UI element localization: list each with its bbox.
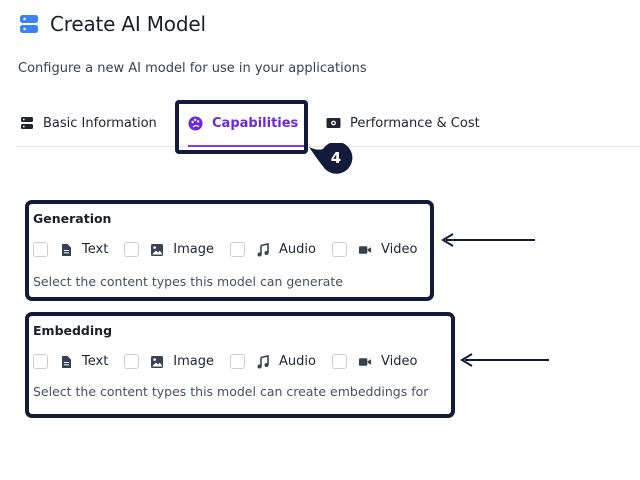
generation-section: Generation Text Image Audio [25, 200, 434, 301]
banknote-icon [326, 117, 341, 129]
checkbox[interactable] [124, 354, 140, 369]
tab-bar: Basic Information Capabilities Performan… [16, 100, 640, 147]
tab-capabilities[interactable]: Capabilities [188, 100, 305, 147]
option-audio[interactable]: Audio [230, 354, 316, 369]
step-callout-shape [309, 143, 353, 174]
page-subtitle: Configure a new AI model for use in your… [18, 61, 367, 76]
tab-label: Basic Information [43, 115, 157, 131]
embedding-section: Embedding Text Image Audio [25, 312, 455, 418]
checkbox[interactable] [33, 242, 48, 257]
option-label: Text [82, 354, 109, 369]
option-image[interactable]: Image [124, 354, 214, 369]
option-image[interactable]: Image [124, 242, 214, 257]
file-text-icon [59, 355, 73, 369]
section-help-text: Select the content types this model can … [33, 384, 429, 399]
tab-highlight-box [175, 100, 308, 154]
page-title: Create AI Model [50, 12, 206, 36]
tab-label: Capabilities [212, 115, 299, 131]
option-label: Audio [279, 242, 316, 257]
option-text[interactable]: Text [33, 242, 108, 257]
server-icon [20, 116, 34, 130]
checkbox[interactable] [331, 242, 347, 257]
music-icon [256, 354, 270, 369]
music-icon [256, 242, 270, 257]
checkbox[interactable] [33, 354, 48, 369]
image-icon [150, 355, 164, 369]
section-label: Generation [33, 211, 112, 226]
section-label: Embedding [33, 323, 113, 338]
checkbox[interactable] [331, 354, 347, 369]
option-label: Image [173, 242, 215, 257]
tab-performance-cost[interactable]: Performance & Cost [326, 100, 480, 146]
tab-label: Performance & Cost [350, 115, 480, 131]
arrow-left-icon [441, 233, 535, 247]
page-header: Create AI Model [18, 12, 206, 36]
option-label: Image [173, 354, 215, 369]
video-icon [358, 243, 372, 257]
image-icon [150, 243, 164, 257]
checkbox[interactable] [230, 242, 246, 257]
palette-icon [188, 116, 203, 131]
embedding-options: Text Image Audio Video [33, 354, 433, 369]
video-icon [358, 355, 372, 369]
checkbox[interactable] [124, 242, 140, 257]
generation-options: Text Image Audio Video [33, 242, 433, 257]
option-audio[interactable]: Audio [230, 242, 316, 257]
option-text[interactable]: Text [33, 354, 108, 369]
section-help-text: Select the content types this model can … [33, 274, 343, 289]
arrow-left-icon [460, 353, 549, 367]
option-label: Audio [279, 354, 316, 369]
step-number: 4 [330, 149, 342, 167]
option-video[interactable]: Video [331, 354, 418, 369]
file-text-icon [59, 243, 73, 257]
option-video[interactable]: Video [331, 242, 418, 257]
option-label: Video [380, 242, 418, 257]
server-icon [18, 13, 40, 35]
tab-basic-information[interactable]: Basic Information [20, 100, 157, 146]
option-label: Video [380, 354, 418, 369]
option-label: Text [82, 242, 109, 257]
checkbox[interactable] [230, 354, 246, 369]
